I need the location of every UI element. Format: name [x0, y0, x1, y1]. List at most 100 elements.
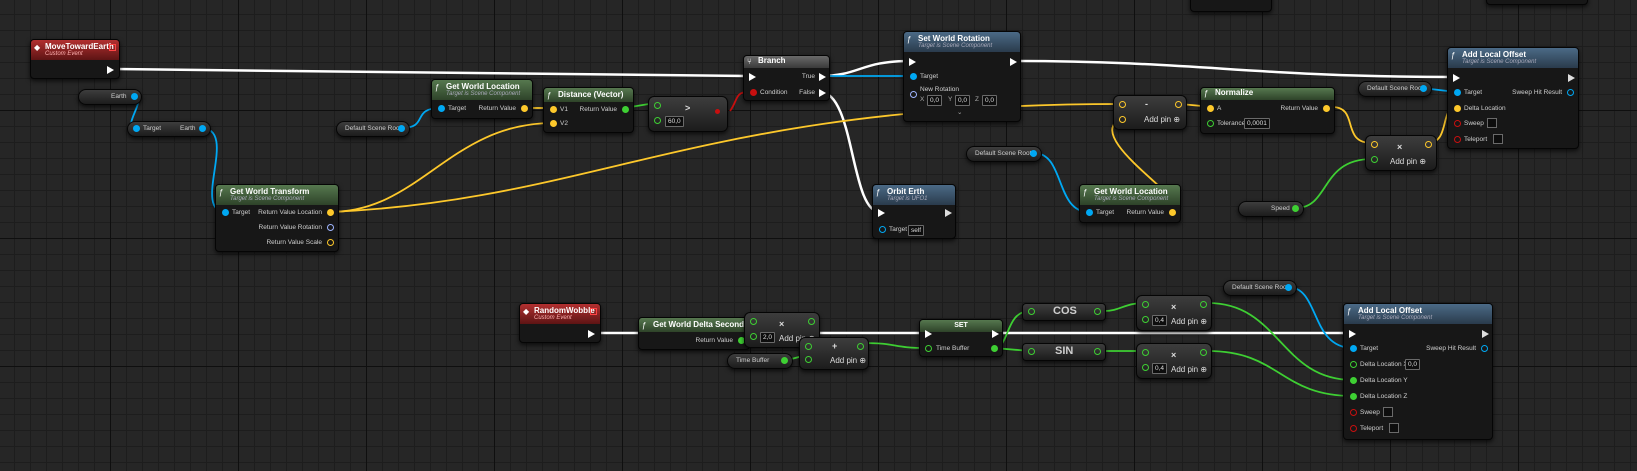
speed-variable-node[interactable]: Speed	[1238, 201, 1304, 217]
delta-z-pin[interactable]	[1350, 393, 1357, 400]
subtract-node[interactable]: - Add pin ⊕	[1113, 95, 1187, 130]
multiply-offset-node[interactable]: × Add pin ⊕	[1365, 135, 1437, 171]
teleport-pin[interactable]	[1350, 425, 1357, 432]
normalize-node[interactable]: ƒ Normalize A Return Value Tolerance 0,0…	[1200, 87, 1335, 134]
in-pin[interactable]	[1028, 348, 1035, 355]
object-pin[interactable]	[398, 125, 405, 132]
time-buffer-out-pin[interactable]	[991, 345, 998, 352]
teleport-checkbox[interactable]	[1389, 423, 1399, 433]
greater-node[interactable]: > 60,0	[648, 96, 728, 132]
out-pin[interactable]	[1425, 141, 1432, 148]
b-pin[interactable]	[1119, 116, 1126, 123]
out-pin[interactable]	[808, 318, 815, 325]
a-pin[interactable]	[1207, 105, 1214, 112]
earth-variable-node[interactable]: Earth	[78, 89, 142, 105]
delegate-pin-icon[interactable]	[109, 44, 116, 51]
b-pin[interactable]	[805, 356, 812, 363]
in-pin[interactable]	[1028, 308, 1035, 315]
distance-out-pin[interactable]	[622, 106, 629, 113]
object-pin[interactable]	[1420, 85, 1427, 92]
get-world-location-node-2[interactable]: ƒ Get World Location Target is Scene Com…	[1079, 184, 1181, 223]
multiplier-field[interactable]: 0,4	[1152, 315, 1168, 326]
false-exec-pin[interactable]	[819, 89, 826, 97]
out-pin[interactable]	[1200, 349, 1207, 356]
default-scene-root-node-2[interactable]: Default Scene Root	[966, 146, 1042, 162]
cos-node[interactable]: COS	[1022, 303, 1106, 321]
b-pin[interactable]	[1142, 364, 1149, 371]
rotation-y-field[interactable]: 0,0	[955, 95, 971, 106]
a-pin[interactable]	[1371, 141, 1378, 148]
add-local-offset-node-2[interactable]: ƒ Add Local Offset Target is Scene Compo…	[1343, 303, 1493, 440]
multiply-delta-node[interactable]: × 2,0 Add pin ⊕	[744, 312, 820, 348]
target-pin[interactable]	[1350, 345, 1357, 352]
location-out-pin[interactable]	[521, 105, 528, 112]
out-pin[interactable]	[1094, 308, 1101, 315]
add-pin-button[interactable]: Add pin ⊕	[1144, 115, 1181, 124]
exec-in-pin[interactable]	[1453, 74, 1460, 82]
b-pin[interactable]	[654, 117, 661, 124]
a-pin[interactable]	[1142, 301, 1149, 308]
object-pin[interactable]	[1030, 150, 1037, 157]
get-world-transform-node[interactable]: ƒ Get World Transform Target is Scene Co…	[215, 184, 339, 252]
delta-location-pin[interactable]	[1454, 105, 1461, 112]
v2-pin[interactable]	[550, 120, 557, 127]
condition-pin[interactable]	[750, 89, 757, 96]
exec-in-pin[interactable]	[1349, 330, 1356, 338]
a-pin[interactable]	[1119, 101, 1126, 108]
float-pin[interactable]	[1292, 205, 1299, 212]
rotation-z-field[interactable]: 0,0	[982, 95, 998, 106]
b-pin[interactable]	[1371, 156, 1378, 163]
location-out-pin[interactable]	[1169, 209, 1176, 216]
set-time-buffer-node[interactable]: SET Time Buffer	[919, 319, 1003, 357]
out-pin[interactable]	[1323, 105, 1330, 112]
delta-x-field[interactable]: 0,0	[1405, 359, 1421, 370]
multiplier-field[interactable]: 0,4	[1152, 363, 1168, 374]
out-pin[interactable]	[1094, 348, 1101, 355]
set-world-rotation-node[interactable]: ƒ Set World Rotation Target is Scene Com…	[903, 31, 1021, 122]
float-pin[interactable]	[781, 357, 788, 364]
object-pin[interactable]	[1285, 284, 1292, 291]
target-pin[interactable]	[1086, 209, 1093, 216]
a-pin[interactable]	[654, 102, 661, 109]
target-pin[interactable]	[1454, 89, 1461, 96]
exec-out-pin[interactable]	[1010, 58, 1017, 66]
exec-in-pin[interactable]	[878, 209, 885, 217]
self-field[interactable]: self	[908, 225, 925, 236]
target-pin[interactable]	[438, 105, 445, 112]
time-buffer-get-node[interactable]: Time Buffer	[727, 353, 793, 369]
distance-vector-node[interactable]: ƒ Distance (Vector) V1 Return Value V2	[543, 87, 634, 133]
sweep-hit-out-pin[interactable]	[1481, 345, 1488, 352]
delegate-pin-icon[interactable]	[590, 308, 597, 315]
object-pin[interactable]	[131, 93, 138, 100]
v1-pin[interactable]	[550, 106, 557, 113]
event-random-wobble-node[interactable]: ◆ RandomWobble Custom Event	[519, 303, 601, 343]
true-exec-pin[interactable]	[819, 73, 826, 81]
get-world-location-node-1[interactable]: ƒ Get World Location Target is Scene Com…	[431, 79, 533, 119]
sin-node[interactable]: SIN	[1022, 343, 1106, 361]
delta-out-pin[interactable]	[738, 337, 745, 344]
sweep-pin[interactable]	[1350, 409, 1357, 416]
exec-out-pin[interactable]	[992, 330, 999, 338]
multiply-cos-node[interactable]: × 0,4 Add pin ⊕	[1136, 295, 1212, 331]
target-pin[interactable]	[222, 209, 229, 216]
a-pin[interactable]	[1142, 349, 1149, 356]
exec-out-pin[interactable]	[588, 330, 595, 338]
sweep-checkbox[interactable]	[1487, 118, 1497, 128]
bool-out-pin[interactable]	[715, 109, 720, 114]
multiplier-field[interactable]: 2,0	[760, 332, 776, 343]
default-scene-root-node-4[interactable]: Default Scene Root	[1223, 280, 1297, 296]
exec-out-pin[interactable]	[1482, 330, 1489, 338]
offscreen-node-top[interactable]	[1190, 0, 1272, 12]
rotation-out-pin[interactable]	[327, 224, 334, 231]
out-pin[interactable]	[857, 343, 864, 350]
event-move-toward-earth-node[interactable]: ◆ MoveTowardEarth Custom Event	[30, 39, 120, 79]
add-time-node[interactable]: + Add pin ⊕	[799, 337, 869, 370]
earth-out-pin[interactable]	[199, 125, 206, 132]
offscreen-node-top-right[interactable]	[1486, 0, 1588, 5]
teleport-pin[interactable]	[1454, 136, 1461, 143]
get-earth-node[interactable]: Target Earth	[127, 121, 211, 137]
out-pin[interactable]	[1200, 301, 1207, 308]
new-rotation-pin[interactable]	[910, 91, 917, 98]
add-pin-button[interactable]: Add pin ⊕	[1171, 317, 1208, 326]
a-pin[interactable]	[750, 318, 757, 325]
